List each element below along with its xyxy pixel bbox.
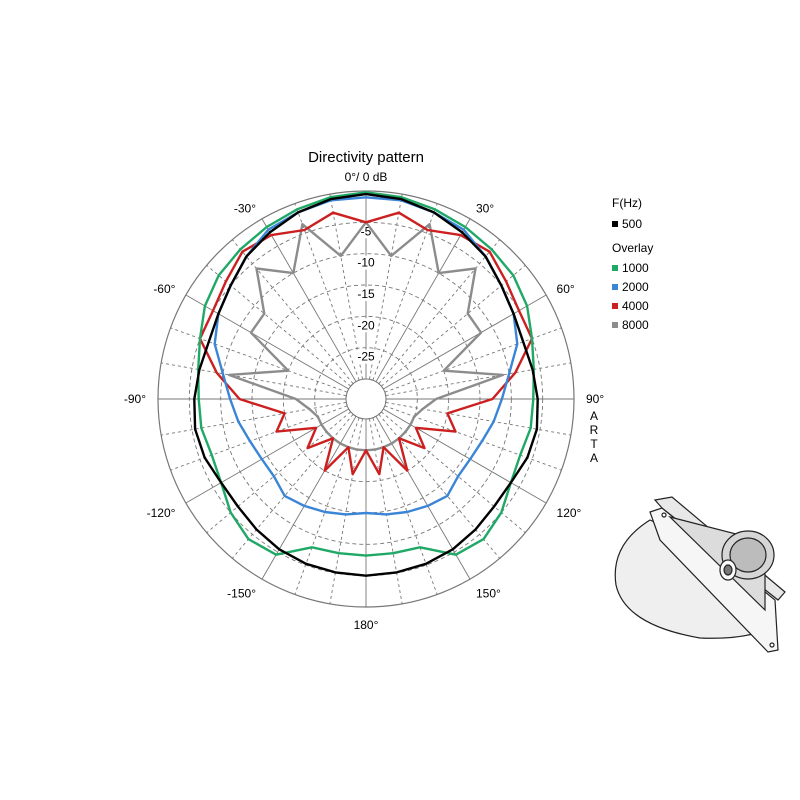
radial-label-bg bbox=[356, 318, 376, 333]
grid-spoke bbox=[378, 239, 501, 384]
legend-swatch-2000 bbox=[612, 284, 618, 290]
legend-swatch-4000 bbox=[612, 303, 618, 309]
angle-label: -90° bbox=[124, 392, 146, 406]
angle-label: 180° bbox=[354, 618, 379, 632]
angle-label: 90° bbox=[586, 392, 604, 406]
radial-tick-label: -25 bbox=[357, 350, 375, 364]
angle-label: 60° bbox=[557, 282, 575, 296]
legend-label-1000: 1000 bbox=[622, 261, 649, 275]
series-curve-500 bbox=[193, 192, 539, 577]
series-curve-1000 bbox=[197, 191, 535, 557]
grid-spoke bbox=[372, 203, 438, 381]
grid-spoke bbox=[294, 203, 360, 381]
grid-spoke bbox=[231, 239, 354, 384]
grid-spoke bbox=[161, 402, 347, 436]
legend-label-8000: 8000 bbox=[622, 318, 649, 332]
angle-label: 30° bbox=[476, 201, 494, 215]
grid-spoke bbox=[381, 264, 526, 387]
grid-spoke bbox=[161, 362, 347, 396]
grid-spoke bbox=[385, 362, 571, 396]
radial-label-bg bbox=[356, 349, 376, 364]
legend-label-2000: 2000 bbox=[622, 280, 649, 294]
series-curves bbox=[193, 191, 539, 577]
radial-label-bg bbox=[356, 255, 376, 270]
angle-label: -150° bbox=[227, 587, 256, 601]
angle-label: -120° bbox=[147, 506, 176, 520]
angle-label: -60° bbox=[153, 282, 175, 296]
radial-tick-labels: -5 -10 -15 -20 -25 bbox=[356, 224, 376, 364]
angle-label: -30° bbox=[234, 201, 256, 215]
radial-tick-label: -10 bbox=[357, 256, 375, 270]
radial-label-bg bbox=[356, 287, 376, 301]
grid-inner-circle bbox=[345, 378, 387, 420]
grid-spoke bbox=[329, 194, 363, 380]
angle-label: 0°/ 0 dB bbox=[345, 170, 388, 184]
series-curve-4000 bbox=[198, 211, 534, 476]
radial-tick-label: -20 bbox=[357, 318, 375, 332]
grid-spoke bbox=[206, 411, 351, 534]
grid-spoke bbox=[369, 194, 403, 380]
grid-spoke bbox=[385, 402, 571, 436]
legend-swatch-1000 bbox=[612, 265, 618, 271]
legend-label-4000: 4000 bbox=[622, 299, 649, 313]
legend: F(Hz) 500 Overlay 1000 2000 4000 8000 bbox=[612, 196, 653, 332]
legend-label-500: 500 bbox=[622, 217, 642, 231]
radial-tick-label: -5 bbox=[361, 224, 372, 238]
legend-overlay-header: Overlay bbox=[612, 241, 653, 255]
grid-spoke bbox=[375, 218, 471, 382]
legend-header: F(Hz) bbox=[612, 196, 642, 210]
polar-grid bbox=[157, 190, 575, 608]
waveguide-speaker-icon bbox=[614, 496, 786, 653]
angle-tick-labels: 0°/ 0 dB 30° 60° 90° 120° 150° 180° -150° -120° -… bbox=[124, 170, 605, 632]
legend-swatch-500 bbox=[612, 221, 618, 227]
legend-swatch-8000 bbox=[612, 322, 618, 328]
chart-title: Directivity pattern bbox=[308, 149, 424, 166]
grid-spoke bbox=[231, 414, 354, 559]
angle-label: 150° bbox=[476, 587, 501, 601]
angle-label: 120° bbox=[557, 506, 582, 520]
radial-tick-label: -15 bbox=[357, 287, 375, 301]
grid-spoke bbox=[261, 218, 357, 382]
